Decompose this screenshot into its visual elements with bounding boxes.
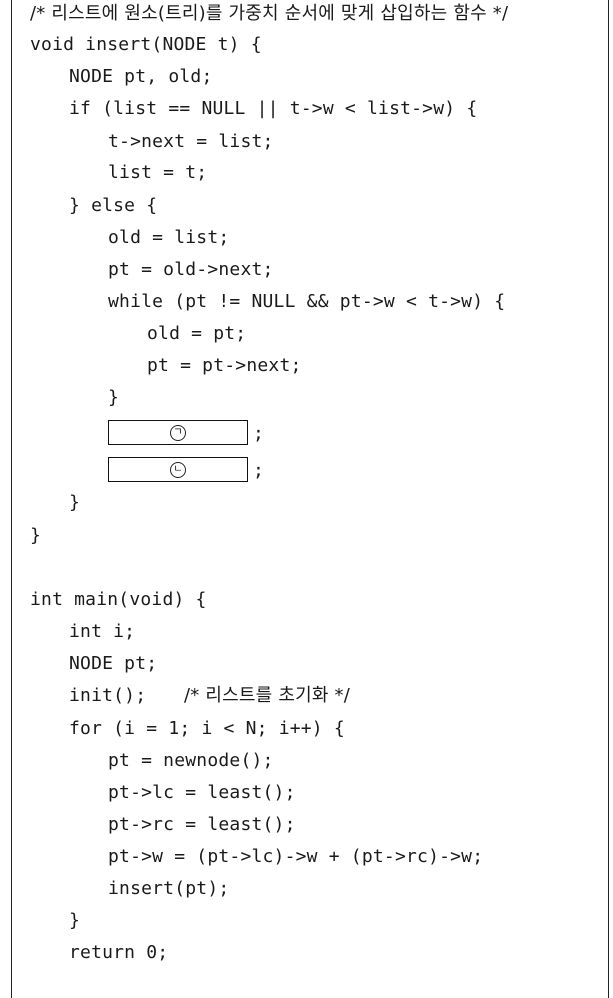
if-condition: if (list == NULL || t->w < list->w) { <box>69 98 478 119</box>
blank-2-semicolon: ; <box>253 460 264 481</box>
circled-marker-2: ㄴ <box>170 461 186 478</box>
close-while-brace: } <box>108 387 120 408</box>
return-statement: return 0; <box>69 942 169 963</box>
init-call: init(); <box>69 685 147 706</box>
close-else-brace: } <box>69 492 81 513</box>
statement-w-sum: pt->w = (pt->lc)->w + (pt->rc)->w; <box>108 846 484 867</box>
statement-rc-least: pt->rc = least(); <box>108 814 296 835</box>
statement-pt-next: pt = pt->next; <box>147 355 302 376</box>
declaration-pt: NODE pt; <box>69 653 158 674</box>
circled-marker-1: ㄱ <box>170 424 186 441</box>
statement-list-assign: list = t; <box>108 162 208 183</box>
insert-function-signature: void insert(NODE t) { <box>30 34 262 55</box>
blank-box-1: ㄱ <box>108 420 248 445</box>
local-declaration: NODE pt, old; <box>69 66 213 87</box>
statement-newnode: pt = newnode(); <box>108 750 274 771</box>
while-condition: while (pt != NULL && pt->w < t->w) { <box>108 291 506 312</box>
main-function-signature: int main(void) { <box>30 589 207 610</box>
blank-box-2: ㄴ <box>108 457 248 482</box>
else-open: } else { <box>69 195 158 216</box>
declaration-i: int i; <box>69 621 136 642</box>
statement-pt-old-next: pt = old->next; <box>108 259 274 280</box>
statement-t-next: t->next = list; <box>108 131 274 152</box>
statement-old-list: old = list; <box>108 227 230 248</box>
init-comment: /* 리스트를 초기화 */ <box>184 685 351 706</box>
close-for-brace: } <box>69 910 81 931</box>
close-insert-brace: } <box>30 525 42 546</box>
statement-old-pt: old = pt; <box>147 323 247 344</box>
for-loop: for (i = 1; i < N; i++) { <box>69 718 345 739</box>
header-comment: /* 리스트에 원소(트리)를 가중치 순서에 맞게 삽입하는 함수 */ <box>30 3 509 24</box>
statement-lc-least: pt->lc = least(); <box>108 782 296 803</box>
statement-insert-call: insert(pt); <box>108 878 230 899</box>
blank-1-semicolon: ; <box>253 423 264 444</box>
code-frame <box>11 0 609 998</box>
